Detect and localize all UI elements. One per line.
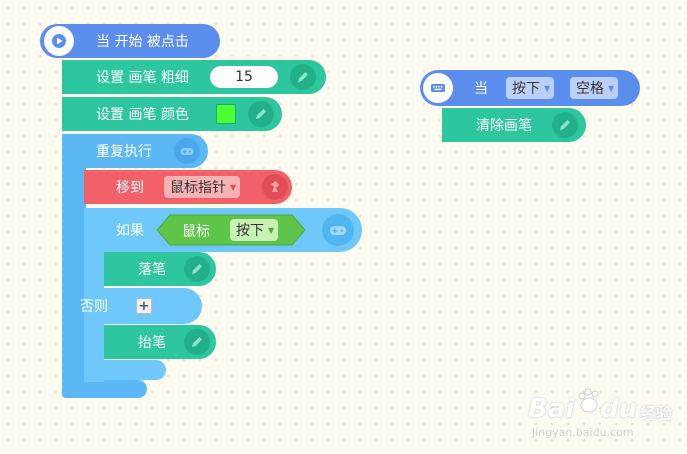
when-key-pressed-block[interactable]: 当 按下 ▼ 空格 ▼ — [420, 70, 640, 106]
key-value: 空格 — [576, 81, 604, 97]
condition-state-dropdown[interactable]: 按下 ▼ — [230, 219, 279, 241]
move-to-block[interactable]: 移到 鼠标指针 ▼ — [84, 170, 292, 204]
key-state-value: 按下 — [512, 81, 540, 97]
pen-size-input[interactable]: 15 — [210, 66, 278, 88]
pen-down-block[interactable]: 落笔 — [104, 252, 216, 286]
else-section[interactable]: 否则 + — [80, 288, 202, 324]
chevron-down-icon: ▼ — [608, 83, 615, 93]
add-branch-button[interactable]: + — [136, 298, 152, 314]
pen-color-swatch[interactable] — [216, 104, 236, 124]
gamepad-icon — [322, 214, 354, 246]
mouse-pressed-condition[interactable]: 鼠标 按下 ▼ — [156, 214, 306, 246]
when-start-clicked-block[interactable]: 当 开始 被点击 — [40, 24, 220, 58]
motion-icon — [262, 174, 288, 200]
clear-pen-block[interactable]: 清除画笔 — [442, 108, 586, 142]
set-pen-color-label: 设置 画笔 颜色 — [96, 107, 189, 123]
key-state-dropdown[interactable]: 按下 ▼ — [506, 77, 555, 99]
pen-up-block[interactable]: 抬笔 — [104, 325, 216, 359]
pen-down-label: 落笔 — [138, 262, 166, 278]
set-pen-color-block[interactable]: 设置 画笔 颜色 — [62, 97, 282, 131]
pen-up-label: 抬笔 — [138, 335, 166, 351]
gamepad-icon — [174, 138, 200, 164]
watermark-suffix: 经验 — [640, 404, 673, 423]
set-pen-size-label: 设置 画笔 粗细 — [96, 70, 189, 86]
paw-icon — [576, 388, 602, 416]
watermark-brand-2: du — [600, 394, 638, 424]
chevron-down-icon: ▼ — [230, 182, 237, 192]
move-to-target-value: 鼠标指针 — [170, 180, 226, 196]
pen-icon — [248, 101, 274, 127]
repeat-block-body[interactable] — [62, 134, 86, 396]
repeat-block-bottom — [62, 380, 147, 398]
watermark-url: jingyan.baidu.com — [532, 426, 634, 439]
if-else-block[interactable]: 如果 鼠标 按下 ▼ — [84, 208, 362, 252]
repeat-forever-block[interactable]: 重复执行 — [62, 134, 208, 168]
pen-icon — [184, 256, 210, 282]
pen-icon — [290, 64, 316, 90]
pen-icon — [552, 112, 578, 138]
condition-subject: 鼠标 — [182, 224, 210, 240]
condition-state-value: 按下 — [236, 223, 264, 239]
move-to-target-dropdown[interactable]: 鼠标指针 ▼ — [164, 176, 241, 198]
play-icon — [44, 26, 74, 56]
clear-pen-label: 清除画笔 — [476, 118, 532, 134]
event-label: 当 开始 被点击 — [96, 34, 189, 50]
plus-icon: + — [138, 298, 150, 314]
else-label: 否则 — [80, 299, 108, 315]
chevron-down-icon: ▼ — [544, 83, 551, 93]
watermark: Bai du 经验 jingyan.baidu.com — [528, 386, 678, 446]
when-label: 当 — [474, 81, 488, 97]
key-dropdown[interactable]: 空格 ▼ — [570, 77, 619, 99]
move-to-label: 移到 — [116, 180, 144, 196]
watermark-brand: Bai — [528, 394, 575, 424]
if-block-bottom — [84, 360, 166, 380]
repeat-label: 重复执行 — [96, 144, 152, 160]
if-label: 如果 — [116, 223, 144, 239]
keyboard-icon — [423, 73, 453, 103]
pen-icon — [184, 329, 210, 355]
chevron-down-icon: ▼ — [268, 225, 275, 235]
set-pen-size-block[interactable]: 设置 画笔 粗细 15 — [62, 60, 326, 94]
